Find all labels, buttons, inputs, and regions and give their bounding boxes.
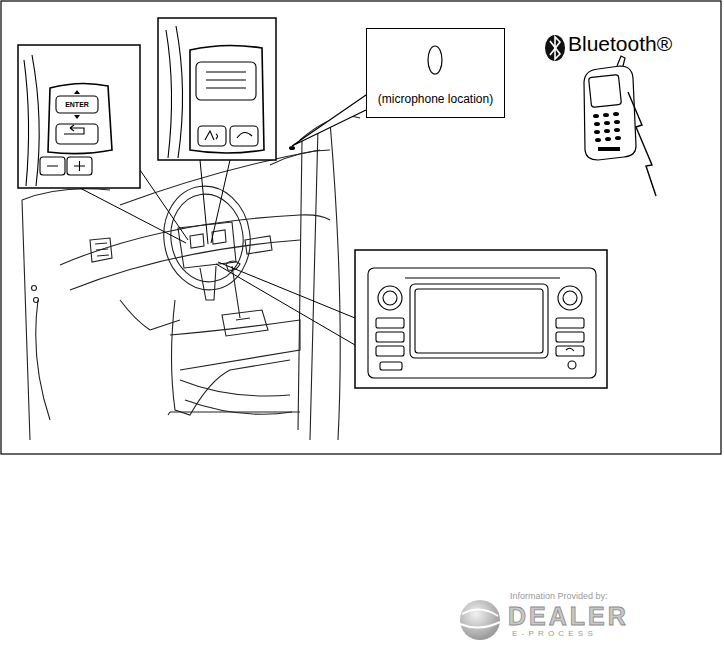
switch-inset-right [230, 126, 258, 146]
mobile-phone [605, 137, 611, 141]
audio-unit-inset [405, 277, 560, 278]
audio-unit-inset [383, 291, 397, 305]
switch-inset-left [47, 161, 85, 171]
outer-frame [1, 1, 721, 454]
mobile-phone [593, 114, 599, 118]
car-interior [32, 286, 37, 291]
watermark-text: Information Provided by: [510, 592, 608, 602]
audio-unit-inset [566, 348, 574, 351]
audio-unit-inset [376, 332, 404, 342]
microphone-callout [289, 28, 505, 150]
bluetooth-logo [545, 35, 565, 61]
mobile-phone [584, 56, 656, 196]
car-interior [168, 412, 300, 415]
watermark-text: E-PROCESS [512, 630, 597, 639]
audio-unit-inset [556, 346, 584, 356]
microphone-callout [428, 46, 442, 74]
audio-unit-inset [558, 286, 582, 310]
leader-lines [200, 160, 230, 244]
car-interior [34, 298, 39, 303]
switch-inset-right [190, 45, 264, 153]
mobile-phone [604, 129, 610, 133]
switch-inset-left [64, 125, 84, 134]
audio-unit-inset [355, 250, 607, 388]
switch-inset-right [158, 18, 276, 160]
switch-inset-left [56, 96, 98, 113]
audio-unit-inset [376, 318, 404, 328]
mobile-phone [593, 112, 621, 151]
car-interior [200, 266, 216, 300]
audio-unit-inset [568, 361, 576, 369]
car-interior [298, 116, 360, 440]
switch-inset-left [18, 45, 140, 188]
watermark-logo [460, 609, 500, 627]
switch-inset-right [166, 26, 183, 158]
switch-inset-right [158, 18, 276, 160]
audio-unit-inset [378, 286, 402, 310]
audio-unit-inset [355, 250, 607, 388]
audio-unit-inset [410, 284, 548, 358]
mobile-phone [589, 75, 622, 108]
audio-unit-inset [368, 268, 596, 378]
brand-name: Bluetooth® [568, 32, 672, 55]
audio-unit-inset [556, 318, 584, 328]
switch-inset-right [166, 26, 264, 158]
car-interior [226, 261, 240, 318]
button-label: ENTER [65, 101, 89, 109]
switch-inset-left [24, 55, 39, 186]
car-interior [172, 300, 291, 415]
mobile-phone [614, 128, 620, 132]
microphone-callout [292, 95, 366, 146]
audio-unit-inset [380, 362, 402, 370]
mobile-phone [594, 130, 600, 134]
switch-inset-left [48, 83, 112, 153]
car-interior [120, 300, 180, 330]
callout-box: (microphone location) [366, 28, 505, 118]
microphone-callout [366, 28, 505, 118]
switch-inset-right [206, 72, 246, 88]
car-interior [270, 150, 330, 165]
switch-inset-left [24, 55, 112, 186]
switch-inset-right [196, 62, 256, 100]
mobile-phone [598, 147, 620, 151]
audio-unit-inset [563, 291, 577, 305]
audio-unit-inset [415, 289, 543, 353]
mobile-phone [604, 121, 610, 125]
watermark-logo [460, 600, 500, 640]
mobile-phone [628, 92, 656, 196]
switch-inset-left [56, 124, 98, 144]
mobile-phone [595, 138, 601, 142]
callout-text: (microphone location) [378, 92, 493, 106]
mobile-phone [594, 122, 600, 126]
microphone-callout [289, 146, 295, 150]
car-interior [60, 215, 330, 265]
switch-inset-right [198, 126, 226, 146]
switch-inset-right [237, 132, 252, 138]
mobile-phone [613, 112, 619, 116]
mobile-phone [614, 120, 620, 124]
watermark-text: DEALER [508, 603, 629, 631]
watermark-logo [460, 600, 500, 640]
leader-lines [216, 262, 355, 345]
mobile-phone [603, 113, 609, 117]
bluetooth-logo [545, 35, 565, 61]
audio-unit-inset [556, 332, 584, 342]
audio-unit-inset [368, 268, 596, 378]
switch-inset-right [205, 131, 218, 140]
mobile-phone [584, 66, 636, 160]
car-interior [70, 240, 300, 290]
mobile-phone [615, 136, 621, 140]
switch-inset-left [18, 45, 140, 188]
audio-unit-inset [376, 346, 404, 356]
car-interior [180, 380, 292, 414]
car-interior [222, 310, 268, 336]
car-interior [22, 189, 110, 440]
car-interior [170, 320, 300, 370]
bluetooth-logo [550, 37, 560, 59]
